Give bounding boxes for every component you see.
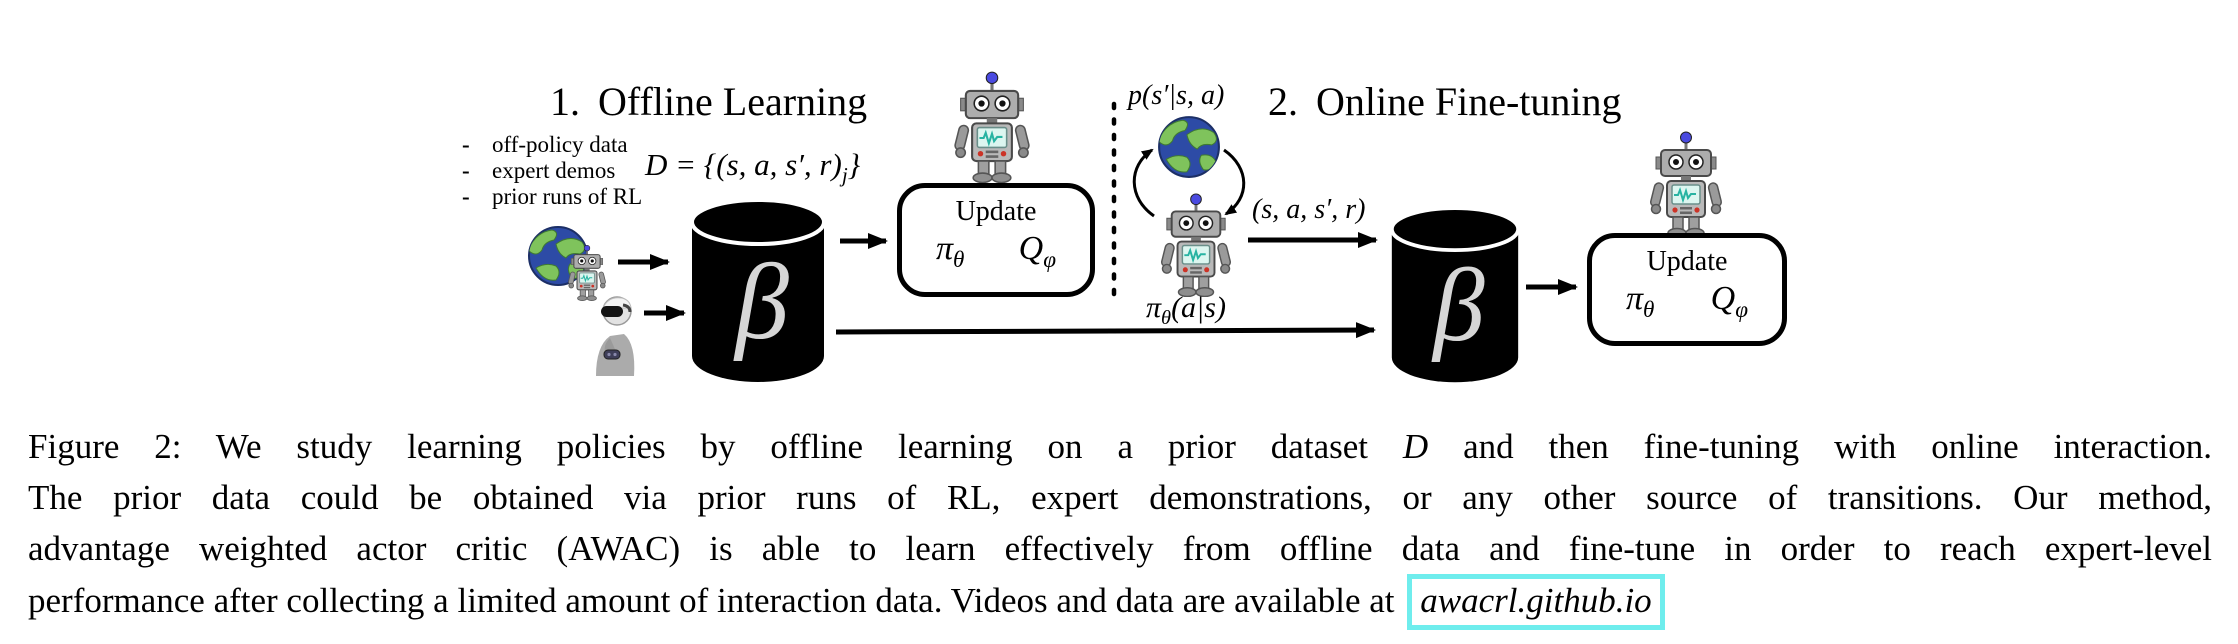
buffer-symbol: β (1431, 249, 1485, 363)
awacrl-link[interactable]: awacrl.github.io (1407, 574, 1665, 630)
arrow-buffer1-to-buffer2 (835, 322, 1376, 339)
update-box-title: Update (955, 196, 1037, 227)
caption-text: performance after collecting a limited a… (28, 581, 1404, 620)
buffer-symbol: β (733, 243, 789, 362)
robot-icon (1646, 130, 1726, 238)
list-item: -off-policy data (462, 132, 628, 157)
policy-label: πθ(a|s) (1146, 291, 1226, 329)
policy-param: πθ (1626, 280, 1655, 323)
update-box-params: πθ Qφ (1592, 278, 1782, 324)
dataset-equation: D = {(s, a, s′, r)j} (645, 147, 860, 188)
database-cylinder-icon: β (690, 198, 826, 382)
caption-line-2: The prior data could be obtained via pri… (28, 478, 2212, 517)
caption-text: and then fine-tuning with online interac… (1428, 427, 2212, 466)
q-function-param: Qφ (1710, 280, 1748, 323)
update-box-offline: Update πθ Qφ (897, 183, 1095, 297)
vr-person-icon (584, 294, 644, 378)
figure-caption: Figure 2: We study learning policies by … (28, 421, 2212, 630)
dataset-symbol: D (1402, 427, 1429, 466)
policy-param: πθ (936, 230, 965, 273)
section-title-text: Offline Learning (598, 79, 868, 124)
dynamics-label: p(s′|s, a) (1128, 80, 1225, 111)
list-item: -prior runs of RL (462, 184, 643, 209)
robot-icon (950, 70, 1034, 183)
list-item: -expert demos (462, 158, 616, 183)
equation-main: D = {(s, a, s′, r) (645, 147, 842, 182)
section-title-text: Online Fine-tuning (1316, 79, 1622, 124)
database-cylinder-icon: β (1389, 206, 1521, 383)
section-title-online: 2. Online Fine-tuning (1268, 78, 1622, 125)
caption-line-1: Figure 2: We study learning policies by … (28, 421, 2212, 472)
bullet-dash: - (462, 132, 470, 157)
bullet-dash: - (462, 158, 470, 183)
data-sources-list: -off-policy data -expert demos -prior ru… (462, 132, 642, 210)
caption-text: Figure 2: We study learning policies by … (28, 427, 1403, 466)
update-box-title: Update (1646, 246, 1728, 277)
equation-subscript: j (841, 163, 848, 188)
caption-line-3: advantage weighted actor critic (AWAC) i… (28, 529, 2212, 568)
section-number: 1. (550, 79, 580, 124)
update-box-online: Update πθ Qφ (1587, 233, 1787, 346)
bullet-dash: - (462, 184, 470, 209)
curved-arrow-robot-to-globe (1132, 148, 1155, 218)
robot-icon (1157, 192, 1235, 297)
update-box-params: πθ Qφ (902, 228, 1090, 274)
section-number: 2. (1268, 79, 1298, 124)
equation-close: } (847, 147, 861, 182)
section-title-offline: 1. Offline Learning (550, 78, 867, 125)
robot-icon (566, 244, 608, 301)
globe-icon (1156, 114, 1222, 180)
transition-label: (s, a, s′, r) (1252, 194, 1366, 225)
caption-line-4: performance after collecting a limited a… (28, 574, 2212, 630)
q-function-param: Qφ (1018, 230, 1056, 273)
